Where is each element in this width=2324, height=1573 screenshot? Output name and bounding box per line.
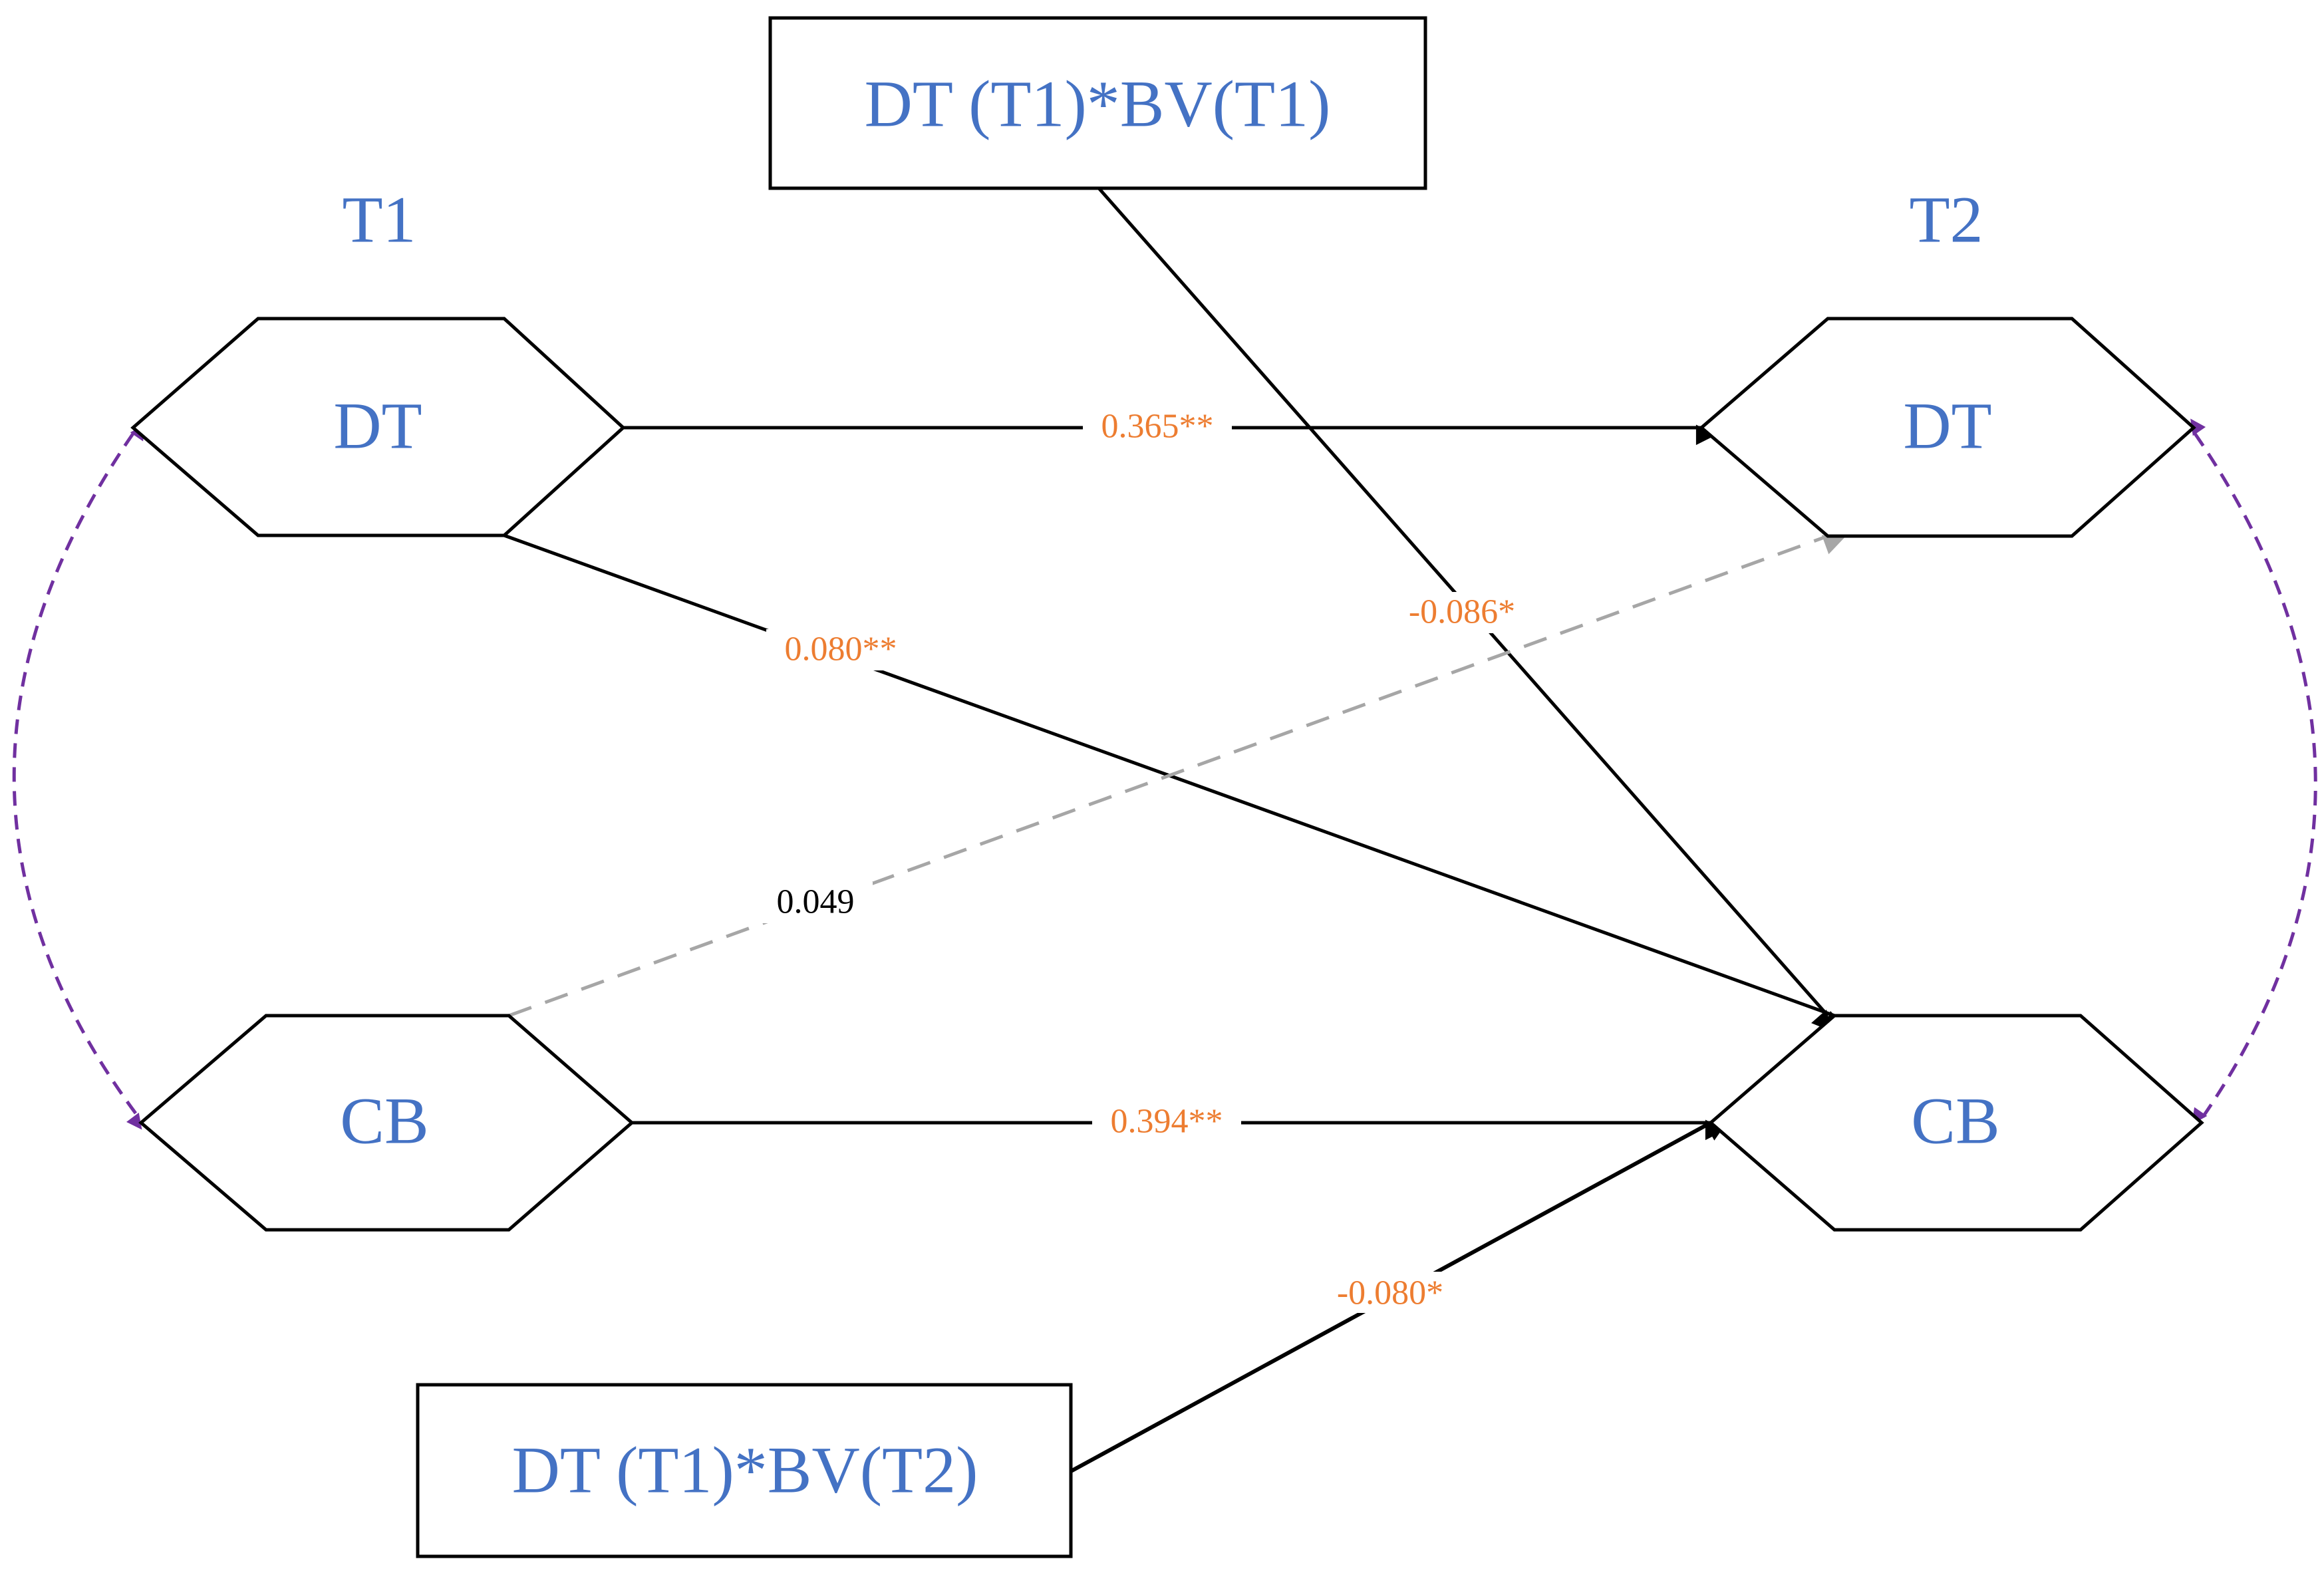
hexagon-shape bbox=[1708, 1014, 2204, 1232]
node-interaction-bottom: DT (T1)*BV(T2) bbox=[416, 1383, 1073, 1558]
coef-dt-t1-to-cb-t2: 0.080** bbox=[785, 631, 897, 668]
time-label-t2: T2 bbox=[1909, 183, 1983, 257]
rectangle-shape bbox=[768, 16, 1427, 190]
node-cb-t2: CB bbox=[1708, 1014, 2204, 1232]
node-label-cb-t1: CB bbox=[340, 1084, 428, 1158]
coef-cb-t1-to-dt-t2: 0.049 bbox=[777, 883, 855, 921]
coef-cb-t1-to-cb-t2: 0.394** bbox=[1111, 1103, 1223, 1141]
covariance-arrow-t1 bbox=[12, 424, 146, 1130]
rectangle-shape bbox=[416, 1383, 1073, 1558]
node-label-dt-t2: DT bbox=[1903, 389, 1991, 463]
coef-bg-dt-dt bbox=[1083, 407, 1232, 448]
node-dt-t2: DT bbox=[1699, 317, 2196, 538]
coef-bg-dt-cb bbox=[766, 629, 917, 670]
node-label-cb-t2: CB bbox=[1911, 1084, 1999, 1158]
hexagon-shape bbox=[138, 1014, 635, 1232]
node-interaction-top: DT (T1)*BV(T1) bbox=[768, 16, 1427, 190]
time-label-t1: T1 bbox=[342, 183, 416, 257]
node-label-dt-t1: DT bbox=[333, 389, 422, 463]
node-label-interaction-top: DT (T1)*BV(T1) bbox=[865, 67, 1331, 141]
hexagon-shape bbox=[1699, 317, 2196, 538]
coef-bg-cb-cb bbox=[1092, 1101, 1241, 1143]
hexagon-shape bbox=[130, 317, 626, 537]
path-arrow-cb-t1-to-dt-t2 bbox=[508, 534, 1844, 1018]
coef-interaction-bottom-to-cb-t2: -0.080* bbox=[1337, 1274, 1443, 1312]
coef-interaction-top-to-cb-t2: -0.086* bbox=[1409, 593, 1515, 631]
node-cb-t1: CB bbox=[138, 1014, 635, 1232]
node-label-interaction-bottom: DT (T1)*BV(T2) bbox=[512, 1433, 978, 1507]
node-dt-t1: DT bbox=[130, 317, 626, 537]
coef-bg-cb-dt bbox=[758, 882, 873, 923]
coef-dt-t1-to-dt-t2: 0.365** bbox=[1101, 408, 1214, 446]
covariance-arrow-t2 bbox=[2190, 418, 2317, 1125]
coef-bg-int-bottom bbox=[1316, 1272, 1466, 1313]
coef-bg-int-top bbox=[1387, 592, 1538, 633]
